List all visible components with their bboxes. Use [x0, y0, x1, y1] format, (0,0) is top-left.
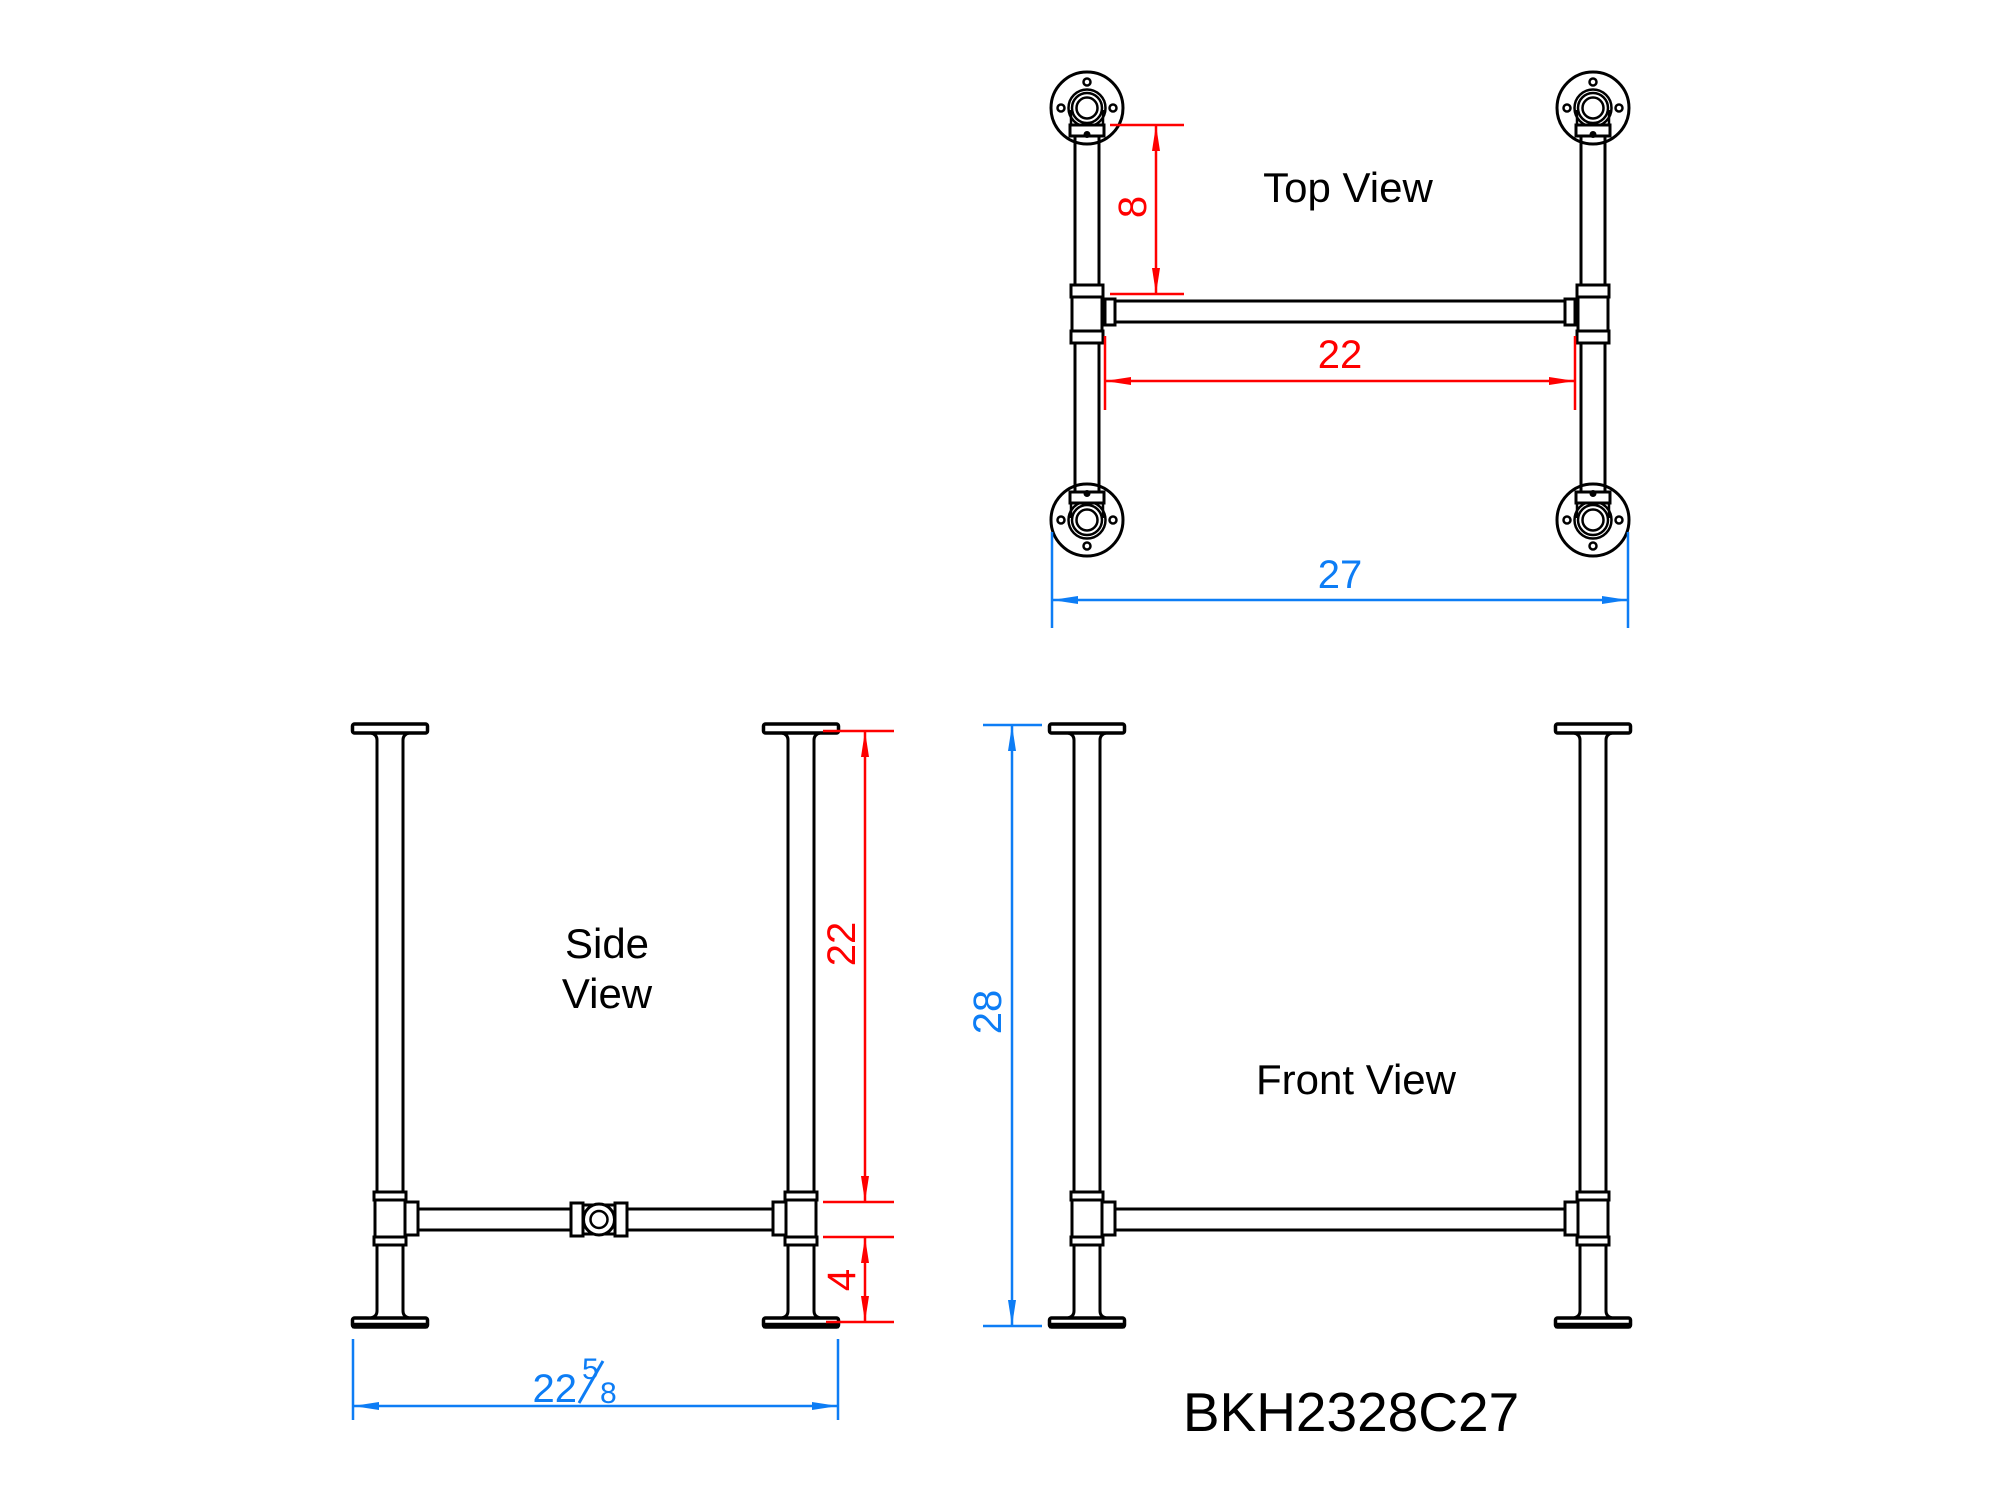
- side-view-right-tee: [771, 1190, 819, 1247]
- dim-rail-length-value: 22: [1318, 333, 1363, 377]
- front-view-foot-flange-right: [1555, 1311, 1631, 1327]
- part-number: BKH2328C27: [1183, 1381, 1519, 1443]
- front-view-top-flange-right: [1553, 722, 1633, 742]
- dim-overall-height: 28: [966, 723, 1042, 1328]
- dim-flange-to-rail: 8: [1110, 123, 1184, 296]
- dim-leg-height-value: 22: [820, 922, 864, 967]
- side-view-top-flange-left: [350, 722, 430, 742]
- side-view-label-line2: View: [562, 970, 653, 1017]
- top-view-flange-top-right: [1555, 70, 1631, 146]
- side-view-foot-flange-left: [352, 1311, 428, 1327]
- side-view-left-tee: [372, 1190, 420, 1247]
- side-view-crossbar: [418, 1207, 773, 1232]
- dim-rail-clearance-value: 4: [820, 1269, 864, 1291]
- side-view-legs: [375, 740, 816, 1311]
- fraction-slash: [577, 1360, 605, 1404]
- side-view: 22 4 22 5 8 Side View: [350, 722, 894, 1420]
- front-view-left-tee: [1069, 1190, 1117, 1247]
- top-view-flange-bottom-left: [1049, 482, 1125, 558]
- front-view-label: Front View: [1256, 1056, 1457, 1103]
- dim-flange-to-rail-value: 8: [1111, 196, 1155, 218]
- dim-overall-depth-whole: 22: [533, 1367, 578, 1411]
- top-view: 8 22 27 Top View: [1049, 70, 1631, 628]
- side-view-center-outlet-fitting: [569, 1201, 629, 1238]
- dim-rail-length: 22: [1103, 333, 1577, 410]
- front-view: 28 Front View: [966, 722, 1633, 1328]
- dim-overall-height-value: 28: [966, 990, 1010, 1035]
- dim-overall-depth: 22 5 8: [351, 1339, 840, 1420]
- front-view-top-flange-left: [1047, 722, 1127, 742]
- dim-overall-width-value: 27: [1318, 553, 1363, 597]
- top-view-flange-top-left: [1049, 70, 1125, 146]
- top-view-crossbar: [1115, 299, 1565, 324]
- dim-overall-depth-denominator: 8: [600, 1377, 617, 1410]
- front-view-crossbar: [1115, 1207, 1565, 1232]
- side-view-label-line1: Side: [565, 920, 649, 967]
- top-view-rail-pipes: [1073, 136, 1607, 492]
- front-view-right-tee: [1563, 1190, 1611, 1247]
- top-view-right-tee: [1563, 283, 1611, 345]
- dim-overall-width: 27: [1050, 532, 1630, 628]
- top-view-label: Top View: [1263, 164, 1433, 211]
- dim-rail-clearance: 4: [820, 1235, 894, 1324]
- dim-leg-height: 22: [820, 729, 894, 1204]
- side-view-foot-flange-right: [763, 1311, 839, 1327]
- front-view-foot-flange-left: [1049, 1311, 1125, 1327]
- top-view-flange-bottom-right: [1555, 482, 1631, 558]
- front-view-legs: [1072, 740, 1608, 1311]
- top-view-left-tee: [1069, 283, 1117, 345]
